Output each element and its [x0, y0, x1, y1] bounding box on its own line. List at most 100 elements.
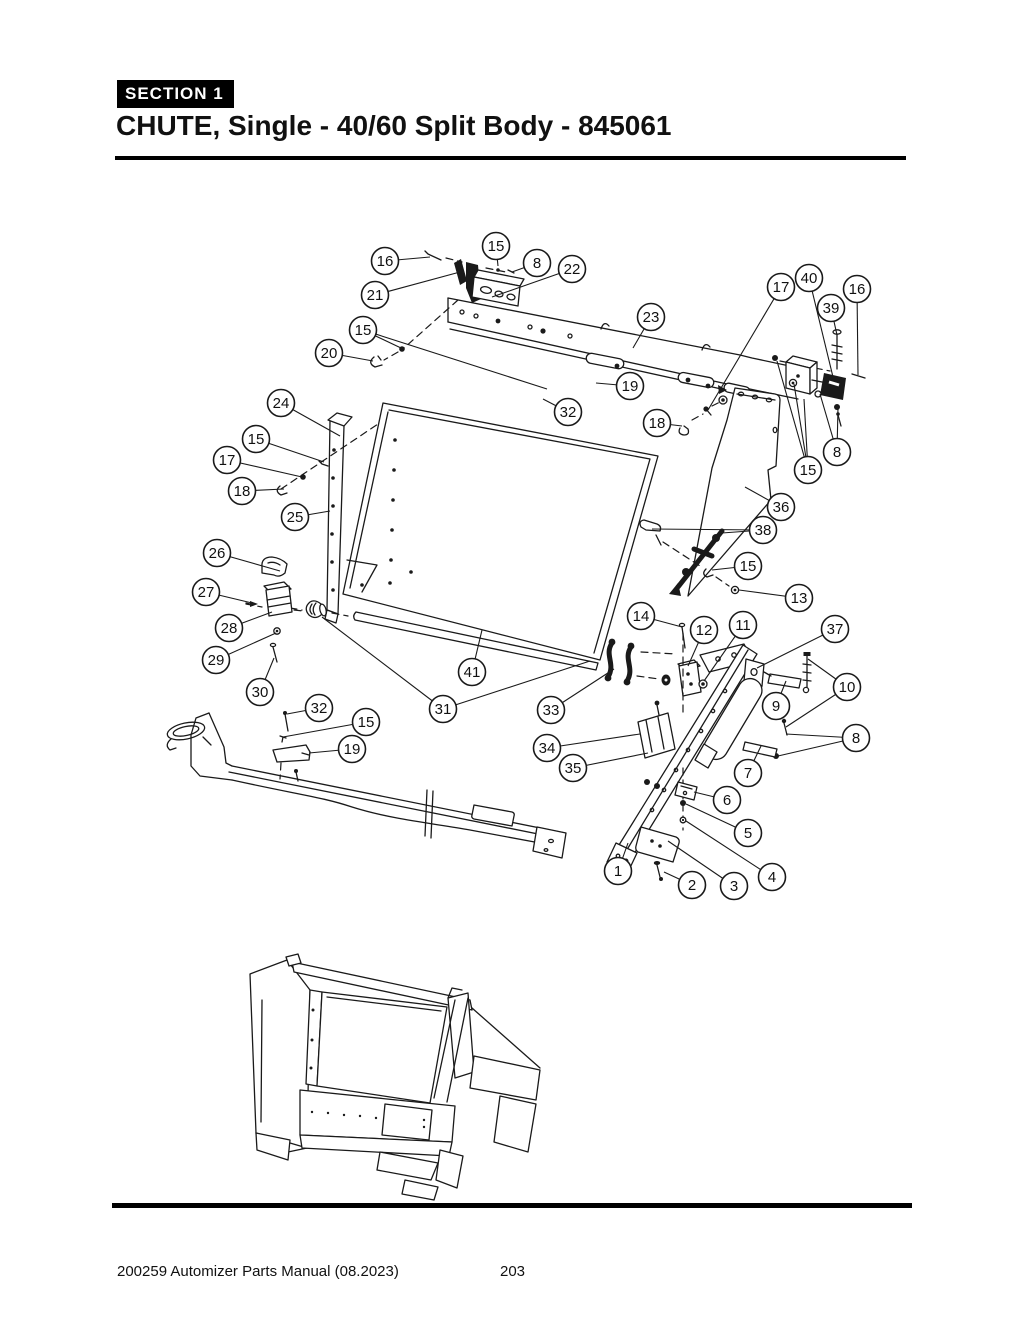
callout-leader	[793, 383, 809, 471]
callout-balloon-5: 5	[733, 818, 763, 848]
callout-balloon-8: 8	[522, 248, 552, 278]
svg-text:16: 16	[377, 253, 394, 270]
svg-text:11: 11	[735, 617, 751, 634]
callout-balloon-15: 15	[733, 551, 763, 581]
svg-text:15: 15	[248, 431, 265, 448]
callout-balloon-32: 32	[304, 693, 334, 723]
callout-balloon-13: 13	[784, 583, 814, 613]
callout-balloon-18: 18	[227, 476, 257, 506]
callout-leader	[546, 733, 641, 749]
callout-balloon-28: 28	[214, 613, 244, 643]
svg-text:31: 31	[435, 701, 452, 718]
left-strip-drawing	[276, 412, 388, 624]
left-pivot-bracket-drawing	[245, 556, 304, 663]
callout-balloon-21: 21	[360, 280, 390, 310]
svg-text:19: 19	[344, 741, 361, 758]
svg-text:15: 15	[740, 558, 757, 575]
main-panel-drawing	[342, 402, 659, 661]
callout-balloon-20: 20	[314, 338, 344, 368]
svg-text:8: 8	[852, 730, 860, 747]
right-bracket-drawing	[772, 329, 866, 427]
callout-leader	[685, 820, 773, 878]
callout-leader	[362, 329, 548, 390]
callout-balloon-34: 34	[532, 733, 562, 763]
callout-leader	[776, 360, 809, 471]
svg-text:30: 30	[252, 684, 269, 701]
callout-balloon-37: 37	[820, 614, 850, 644]
svg-text:21: 21	[367, 287, 384, 304]
svg-text:36: 36	[773, 499, 790, 516]
callout-balloon-15: 15	[348, 315, 378, 345]
callout-leader	[707, 286, 782, 411]
callout-balloon-27: 27	[191, 577, 221, 607]
callout-balloon-15: 15	[793, 455, 823, 485]
svg-text:32: 32	[311, 700, 328, 717]
svg-text:29: 29	[208, 652, 225, 669]
callout-balloon-12: 12	[689, 615, 719, 645]
footer-text: 200259 Automizer Parts Manual (08.2023)	[117, 1263, 399, 1280]
svg-text:3: 3	[730, 878, 738, 895]
callout-balloon-29: 29	[201, 645, 231, 675]
callout-balloon-25: 25	[280, 502, 310, 532]
callout-balloon-15: 15	[241, 424, 271, 454]
svg-text:26: 26	[209, 545, 226, 562]
callout-balloon-19: 19	[337, 734, 367, 764]
svg-text:34: 34	[539, 740, 556, 757]
svg-text:9: 9	[772, 698, 780, 715]
svg-text:22: 22	[564, 261, 581, 278]
callout-balloon-2: 2	[677, 870, 707, 900]
svg-text:19: 19	[622, 378, 639, 395]
callout-balloon-6: 6	[712, 785, 742, 815]
callout-balloon-14: 14	[626, 601, 656, 631]
callout-balloon-16: 16	[842, 274, 872, 304]
callout-balloon-23: 23	[636, 302, 666, 332]
callout-balloon-15: 15	[481, 231, 511, 261]
callout-leader	[651, 528, 764, 531]
svg-text:4: 4	[768, 869, 776, 886]
truck-chassis-drawing	[166, 712, 567, 859]
callout-balloon-11: 11	[728, 610, 758, 640]
callout-balloon-4: 4	[757, 862, 787, 892]
callout-balloon-40: 40	[794, 263, 824, 293]
footer-rule	[112, 1203, 912, 1208]
svg-text:14: 14	[633, 608, 650, 625]
callout-leader	[442, 660, 591, 710]
svg-text:13: 13	[791, 590, 808, 607]
title-rule	[115, 156, 906, 160]
svg-text:18: 18	[649, 415, 666, 432]
svg-text:20: 20	[321, 345, 338, 362]
page-title: CHUTE, Single - 40/60 Split Body - 84506…	[116, 110, 672, 141]
callout-balloon-17: 17	[212, 445, 242, 475]
svg-text:12: 12	[696, 622, 713, 639]
svg-text:28: 28	[221, 620, 238, 637]
callout-balloon-8: 8	[841, 723, 871, 753]
callout-leader	[321, 616, 444, 710]
svg-text:10: 10	[839, 679, 856, 696]
callout-balloon-26: 26	[202, 538, 232, 568]
callout-balloon-7: 7	[733, 758, 763, 788]
callout-balloon-39: 39	[816, 293, 846, 323]
svg-text:37: 37	[827, 621, 844, 638]
svg-text:18: 18	[234, 483, 251, 500]
callout-balloon-9: 9	[761, 691, 791, 721]
callout-leader	[756, 628, 836, 669]
svg-text:8: 8	[833, 444, 841, 461]
svg-text:25: 25	[287, 509, 304, 526]
svg-text:32: 32	[560, 404, 577, 421]
callout-balloon-3: 3	[719, 871, 749, 901]
lower-plate-drawing	[272, 711, 311, 763]
callout-balloon-22: 22	[557, 254, 587, 284]
svg-text:15: 15	[358, 714, 375, 731]
svg-text:39: 39	[823, 300, 840, 317]
svg-text:24: 24	[273, 395, 290, 412]
callout-balloon-36: 36	[766, 492, 796, 522]
overview-diagram-drawing	[249, 953, 541, 1201]
callout-leader	[808, 277, 834, 378]
callout-balloon-31: 31	[428, 694, 458, 724]
callout-balloon-16: 16	[370, 246, 400, 276]
callout-balloon-35: 35	[558, 753, 588, 783]
svg-text:23: 23	[643, 309, 660, 326]
